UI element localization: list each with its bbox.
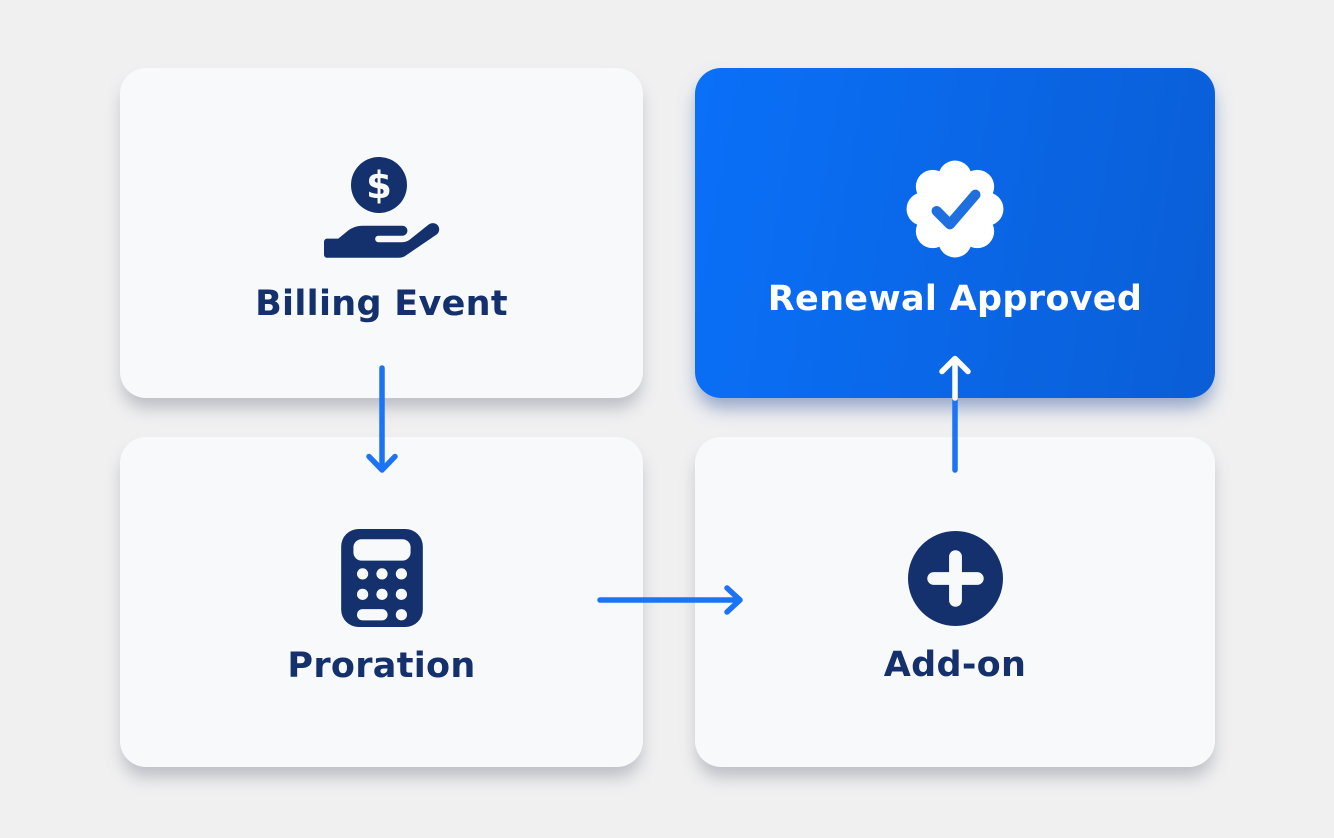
- calculator-icon: [340, 529, 423, 627]
- card-title-proration: Proration: [287, 646, 476, 686]
- card-billing-event: $ Billing Event: [120, 68, 643, 398]
- plus-circle-icon: [907, 530, 1003, 626]
- card-proration: Proration: [120, 437, 643, 767]
- verified-badge-icon: [906, 160, 1004, 258]
- svg-text:$: $: [366, 164, 392, 207]
- card-add-on: Add-on: [695, 437, 1215, 767]
- hand-holding-dollar-icon: $: [323, 157, 439, 258]
- card-renewal-approved: Renewal Approved: [695, 68, 1215, 398]
- card-title-renewal-approved: Renewal Approved: [767, 279, 1143, 319]
- card-title-billing-event: Billing Event: [255, 284, 508, 324]
- card-title-add-on: Add-on: [883, 644, 1027, 685]
